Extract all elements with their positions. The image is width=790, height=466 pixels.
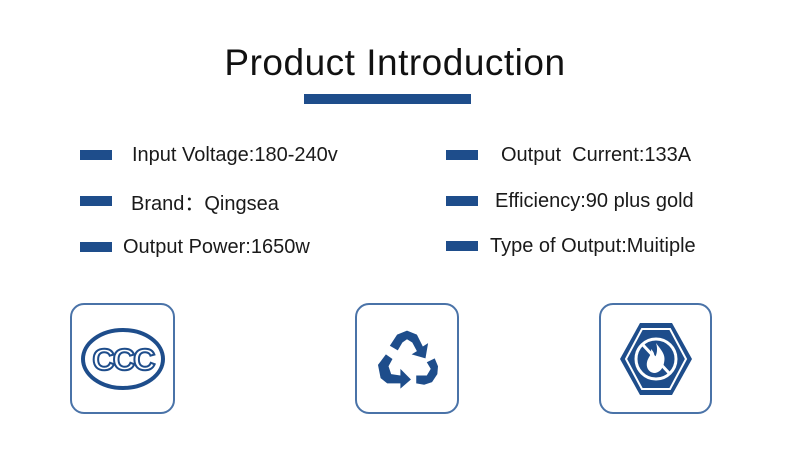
spec-output-current: Output Current:133A <box>446 140 691 170</box>
spec-input-voltage-text: Input Voltage:180-240v <box>132 143 338 166</box>
spec-efficiency: Efficiency:90 plus gold <box>446 186 694 216</box>
bullet-mark <box>80 150 112 160</box>
spec-output-power-text: Output Power:1650w <box>123 235 310 258</box>
ccc-certification-badge: CCC <box>70 303 175 414</box>
bullet-mark <box>446 196 478 206</box>
spec-input-voltage: Input Voltage:180-240v <box>80 140 338 170</box>
page-title: Product Introduction <box>224 42 566 83</box>
ccc-text: CCC <box>92 342 155 377</box>
bullet-mark <box>80 242 112 252</box>
fire-resistant-badge <box>599 303 712 414</box>
spec-output-type: Type of Output:Muitiple <box>446 231 696 261</box>
title-underline <box>304 94 471 104</box>
recycle-badge <box>355 303 459 414</box>
recycle-icon <box>377 330 438 389</box>
spec-efficiency-text: Efficiency:90 plus gold <box>495 189 694 212</box>
fire-resistant-icon <box>619 322 692 395</box>
ccc-certification-icon: CCC <box>80 327 165 390</box>
spec-brand: Brand：Qingsea <box>80 186 279 216</box>
bullet-mark <box>80 196 112 206</box>
bullet-mark <box>446 150 478 160</box>
spec-output-current-text: Output Current:133A <box>501 143 692 166</box>
spec-output-type-text: Type of Output:Muitiple <box>490 234 696 257</box>
spec-brand-text: Brand：Qingsea <box>131 192 279 215</box>
spec-output-power: Output Power:1650w <box>80 232 310 262</box>
bullet-mark <box>446 241 478 251</box>
